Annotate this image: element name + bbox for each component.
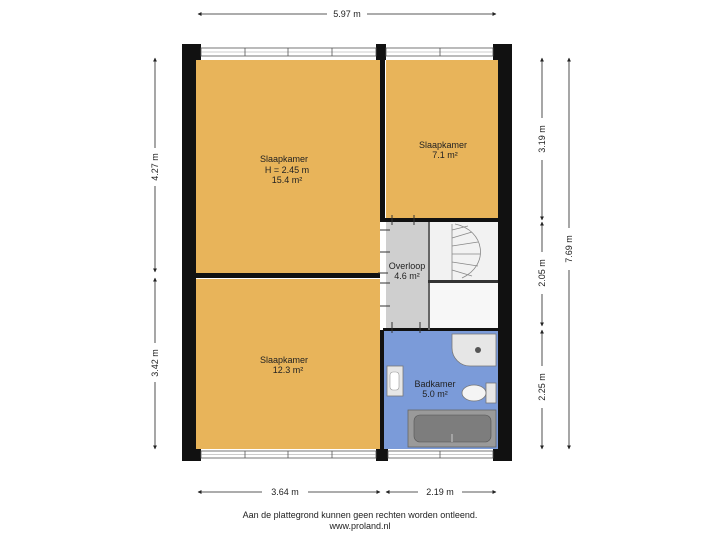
- room-slaapkamer-back: [196, 279, 380, 449]
- dim-right-lower: 2.25 m: [537, 373, 547, 401]
- staircase: [451, 223, 481, 280]
- slaapkamer-small-area: 7.1 m²: [432, 150, 458, 160]
- dim-right-middle: 2.05 m: [537, 259, 547, 287]
- overloop-name: Overloop: [389, 261, 426, 271]
- dim-bottom-left: 3.64 m: [271, 487, 299, 497]
- dimension-lines: [153, 12, 571, 494]
- dim-right-total: 7.69 m: [564, 235, 574, 263]
- windows: [200, 47, 494, 459]
- room-stairwell: [430, 222, 498, 280]
- slaapkamer-front-area: 15.4 m²: [272, 175, 303, 185]
- overloop-area: 4.6 m²: [394, 271, 420, 281]
- room-slaapkamer-front: [196, 60, 380, 273]
- slaapkamer-back-name: Slaapkamer: [260, 355, 308, 365]
- dim-bottom-right: 2.19 m: [426, 487, 454, 497]
- slaapkamer-back-area: 12.3 m²: [273, 365, 304, 375]
- shower-icon: [451, 333, 497, 367]
- dim-right-upper: 3.19 m: [537, 125, 547, 153]
- footer-disclaimer: Aan de plattegrond kunnen geen rechten w…: [242, 510, 478, 520]
- badkamer-name: Badkamer: [414, 379, 455, 389]
- badkamer-area: 5.0 m²: [422, 389, 448, 399]
- slaapkamer-front-name: Slaapkamer: [260, 154, 308, 164]
- room-slaapkamer-small: [386, 60, 498, 218]
- slaapkamer-small-name: Slaapkamer: [419, 140, 467, 150]
- walls: [182, 44, 512, 461]
- dim-left-upper: 4.27 m: [150, 153, 160, 181]
- room-overloop: [386, 222, 430, 330]
- footer-website: www.proland.nl: [329, 521, 391, 531]
- sink-icon: [386, 365, 404, 397]
- room-storage: [430, 283, 498, 330]
- bathtub-icon: [407, 409, 497, 448]
- dim-left-lower: 3.42 m: [150, 349, 160, 377]
- toilet-icon: [461, 382, 497, 404]
- slaapkamer-front-height: H = 2.45 m: [265, 165, 309, 175]
- door-markers: [378, 215, 421, 333]
- dim-top-width: 5.97 m: [333, 9, 361, 19]
